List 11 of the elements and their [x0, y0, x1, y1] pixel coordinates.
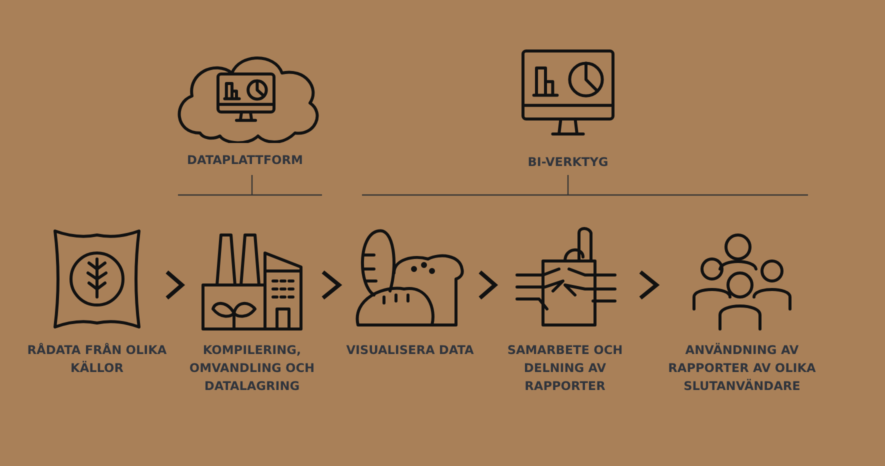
step-caption: RÅDATA FRÅN OLIKA KÄLLOR	[27, 342, 167, 377]
tool-label: DATAPLATTFORM	[186, 152, 304, 169]
chevron-arrow	[478, 270, 498, 300]
step-caption: KOMPILERING, OMVANDLING OCH DATALAGRING	[188, 342, 316, 395]
step-caption: ANVÄNDNING AV RAPPORTER AV OLIKA SLUTANVÄNDARE	[667, 342, 817, 395]
chevron-arrow	[322, 270, 342, 300]
step-caption: VISUALISERA DATA	[345, 342, 475, 359]
chevron-arrow	[639, 270, 660, 300]
step-caption: SAMARBETE OCH DELNING AV RAPPORTER	[506, 342, 624, 395]
chevron-arrow	[166, 270, 186, 300]
tool-label: BI-VERKTYG	[526, 154, 610, 171]
